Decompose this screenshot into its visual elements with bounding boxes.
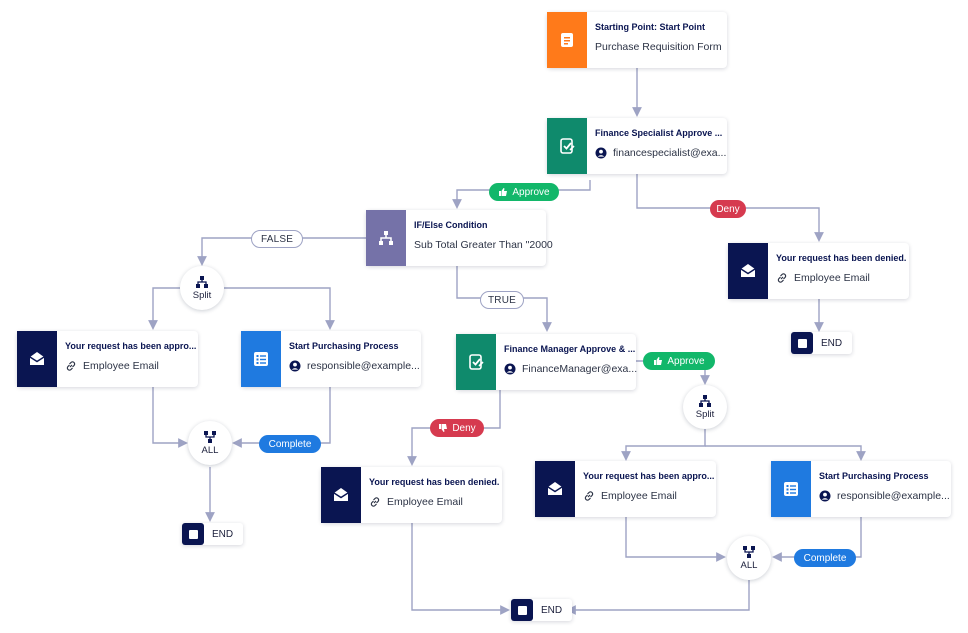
node-title: Finance Manager Approve & ... — [504, 344, 636, 354]
node-title: Start Purchasing Process — [289, 341, 399, 351]
node-title: Start Purchasing Process — [819, 471, 929, 481]
denied-email-node-top[interactable]: Your request has been denied. Employee E… — [728, 243, 909, 299]
purchasing-process-node-right[interactable]: Start Purchasing Process responsible@exa… — [771, 461, 951, 517]
finance-manager-approval-node[interactable]: Finance Manager Approve & ... FinanceMan… — [456, 334, 638, 390]
user-icon — [595, 147, 607, 159]
node-subtitle: FinanceManager@exa... — [522, 363, 638, 375]
form-icon — [547, 12, 587, 68]
edge-ifelse-false — [197, 237, 366, 266]
edge-denied-mid-to-end — [411, 522, 510, 615]
edge-split-right-to-purchasing — [705, 445, 866, 461]
thumbs-down-icon — [439, 424, 448, 432]
edge-approved-left-to-all — [152, 387, 188, 448]
start-point-node[interactable]: Starting Point: Start Point Purchase Req… — [547, 12, 727, 68]
end-node-top-right[interactable]: END — [791, 332, 853, 354]
split-icon — [699, 395, 711, 407]
approval-icon — [456, 334, 496, 390]
true-condition-badge[interactable]: TRUE — [480, 291, 524, 309]
node-title: Finance Specialist Approve ... — [595, 128, 723, 138]
stop-icon — [511, 599, 533, 621]
all-node-left[interactable]: ALL — [188, 421, 232, 465]
split-icon — [196, 276, 208, 288]
node-subtitle: Employee Email — [387, 496, 463, 508]
node-subtitle: Employee Email — [794, 272, 870, 284]
deny-label: Deny — [716, 203, 740, 215]
node-title: Starting Point: Start Point — [595, 22, 705, 32]
complete-label: Complete — [268, 438, 312, 450]
email-icon — [17, 331, 57, 387]
deny-badge-2[interactable]: Deny — [430, 419, 484, 437]
true-label: TRUE — [487, 294, 517, 306]
checklist-icon — [771, 461, 811, 517]
edge-split-right-to-approved — [621, 426, 706, 461]
all-node-right[interactable]: ALL — [727, 536, 771, 580]
node-title: Your request has been denied. — [369, 477, 500, 487]
end-node-left[interactable]: END — [182, 523, 244, 545]
node-subtitle: responsible@example... — [307, 360, 420, 372]
user-icon — [289, 360, 301, 372]
node-subtitle: Employee Email — [83, 360, 159, 372]
node-title: Your request has been appro... — [583, 471, 715, 481]
all-label: ALL — [201, 445, 219, 456]
link-icon — [583, 490, 595, 502]
user-icon — [504, 363, 516, 375]
if-else-condition-node[interactable]: IF/Else Condition Sub Total Greater Than… — [366, 210, 553, 266]
link-icon — [776, 272, 788, 284]
user-icon — [819, 490, 831, 502]
split-label: Split — [695, 409, 715, 420]
node-title: Your request has been denied. — [776, 253, 907, 263]
split-node-right[interactable]: Split — [683, 385, 727, 429]
merge-icon — [743, 546, 755, 558]
node-subtitle: Purchase Requisition Form — [595, 41, 722, 53]
email-icon — [321, 467, 361, 523]
denied-email-node-mid[interactable]: Your request has been denied. Employee E… — [321, 467, 502, 523]
link-icon — [369, 496, 381, 508]
node-title: IF/Else Condition — [414, 220, 488, 230]
link-icon — [65, 360, 77, 372]
edge-all-right-to-end — [566, 580, 750, 615]
node-subtitle: responsible@example... — [837, 490, 950, 502]
complete-badge-right[interactable]: Complete — [794, 549, 856, 567]
purchasing-process-node-left[interactable]: Start Purchasing Process responsible@exa… — [241, 331, 421, 387]
branch-icon — [366, 210, 406, 266]
split-node-left[interactable]: Split — [180, 266, 224, 310]
approved-email-node-right[interactable]: Your request has been appro... Employee … — [535, 461, 716, 517]
false-condition-badge[interactable]: FALSE — [251, 230, 303, 248]
approve-label: Approve — [512, 186, 550, 198]
edge-split-left-to-purchasing — [224, 287, 335, 330]
approval-icon — [547, 118, 587, 174]
end-node-bottom[interactable]: END — [511, 599, 573, 621]
approve-badge-1[interactable]: Approve — [489, 183, 559, 201]
checklist-icon — [241, 331, 281, 387]
thumbs-up-icon — [654, 357, 663, 365]
edge-split-left-to-approved — [148, 287, 180, 330]
email-icon — [728, 243, 768, 299]
deny-badge-1[interactable]: Deny — [710, 200, 746, 218]
deny-label: Deny — [452, 422, 476, 434]
approve-label: Approve — [667, 355, 705, 367]
complete-badge-left[interactable]: Complete — [259, 435, 321, 453]
all-label: ALL — [740, 560, 758, 571]
edge-approved-right-to-all — [625, 516, 726, 562]
node-title: Your request has been appro... — [65, 341, 197, 351]
email-icon — [535, 461, 575, 517]
false-label: FALSE — [260, 233, 294, 245]
approve-badge-2[interactable]: Approve — [643, 352, 715, 370]
node-subtitle: Sub Total Greater Than "2000 — [414, 239, 553, 251]
finance-specialist-approval-node[interactable]: Finance Specialist Approve ... financesp… — [547, 118, 727, 174]
stop-icon — [182, 523, 204, 545]
complete-label: Complete — [803, 552, 847, 564]
end-label: END — [212, 528, 234, 540]
end-label: END — [541, 604, 563, 616]
merge-icon — [204, 431, 216, 443]
approved-email-node-left[interactable]: Your request has been appro... Employee … — [17, 331, 198, 387]
thumbs-up-icon — [499, 188, 508, 196]
node-subtitle: financespecialist@exa... — [613, 147, 727, 159]
split-label: Split — [192, 290, 212, 301]
end-label: END — [821, 337, 843, 349]
node-subtitle: Employee Email — [601, 490, 677, 502]
stop-icon — [791, 332, 813, 354]
